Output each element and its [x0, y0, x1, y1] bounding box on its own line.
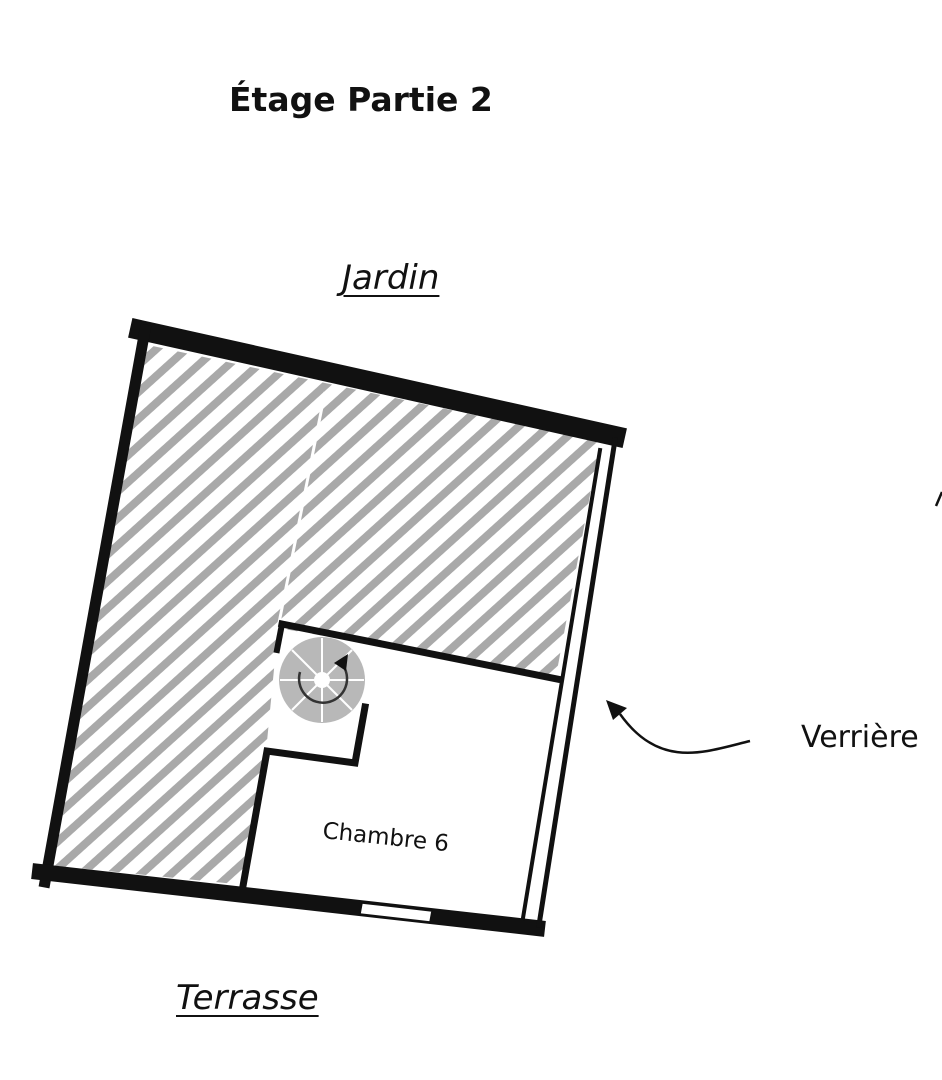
wall-stair-enclosure — [238, 702, 370, 891]
wall-left — [38, 323, 152, 889]
wall-top — [128, 318, 627, 448]
verriere-inner-line — [520, 447, 603, 921]
edge-arrow-fragment — [934, 491, 942, 507]
verriere-outer-line — [536, 437, 618, 928]
wall-stair-left — [273, 620, 286, 654]
label-jardin: Jardin — [342, 258, 440, 298]
plan-title: Étage Partie 2 — [229, 80, 493, 119]
hatched-void-area — [47, 345, 600, 885]
interior-walls — [238, 619, 562, 891]
room-label-chambre-6: Chambre 6 — [321, 818, 450, 857]
label-verriere: Verrière — [801, 720, 919, 755]
outer-walls — [31, 318, 627, 937]
label-terrasse: Terrasse — [176, 978, 319, 1018]
wall-bottom — [31, 863, 546, 937]
bottom-window — [359, 902, 433, 923]
spiral-staircase-icon — [279, 637, 365, 723]
pointer-arrow-icon — [606, 700, 751, 754]
wall-chambre-top — [277, 619, 562, 684]
